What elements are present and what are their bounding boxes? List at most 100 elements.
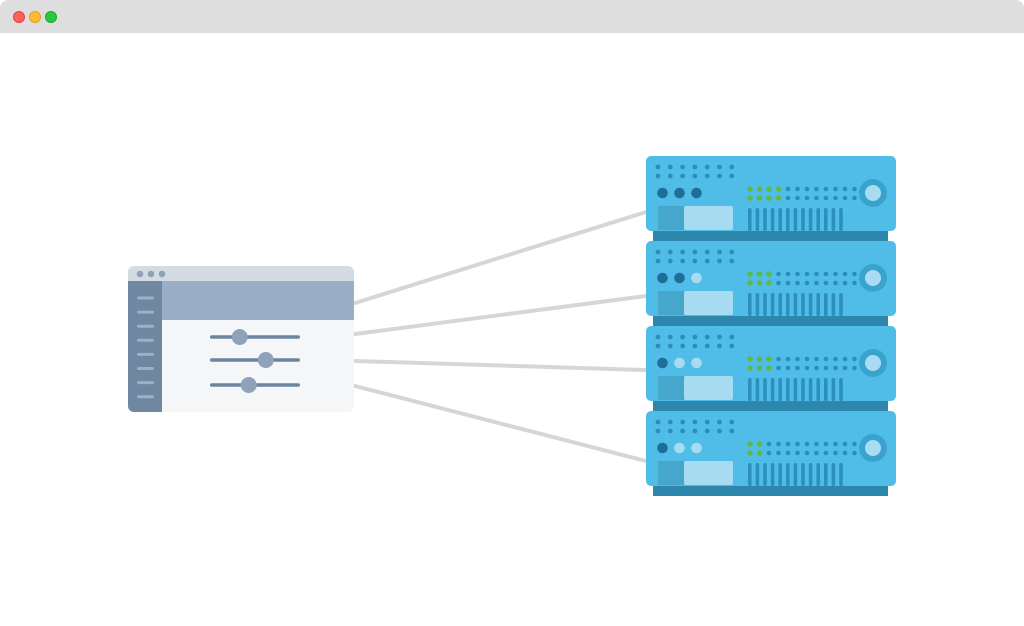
server-vent-slot — [816, 378, 820, 401]
server-vent-slot — [763, 378, 767, 401]
activity-led — [775, 186, 782, 192]
maximize-window-button[interactable] — [45, 11, 57, 23]
indicator-dot — [814, 356, 819, 362]
server-vent-slot — [839, 378, 843, 401]
server-base — [653, 230, 888, 241]
server-vent-dot — [667, 419, 673, 425]
server-vent-slot — [748, 378, 752, 401]
page-content — [0, 33, 1024, 626]
indicator-dot — [795, 441, 800, 447]
server-vent-slot — [824, 208, 828, 231]
activity-led — [747, 450, 753, 456]
indicator-dot — [814, 450, 819, 456]
app-to-servers-diagram — [128, 156, 896, 496]
indicator-dot — [833, 280, 838, 286]
indicator-dot — [823, 271, 829, 277]
minimize-window-button[interactable] — [29, 11, 41, 23]
activity-led — [756, 280, 763, 286]
activity-led — [766, 195, 772, 201]
status-led-dark — [691, 187, 702, 199]
server-vent-dot — [680, 164, 685, 170]
indicator-dot — [795, 195, 800, 201]
server-vent-slot — [770, 208, 775, 231]
activity-led — [756, 271, 763, 277]
indicator-dot — [795, 365, 800, 371]
activity-led — [756, 441, 763, 447]
app-header-area — [162, 281, 354, 320]
server-vent-dot — [667, 428, 673, 434]
server-unit — [646, 326, 896, 411]
server-vent-dot — [692, 419, 698, 425]
server-vent-dot — [655, 249, 661, 255]
indicator-dot — [852, 186, 857, 192]
indicator-dot — [785, 356, 791, 362]
server-vent-slot — [748, 463, 752, 486]
app-sidebar-line — [137, 296, 154, 300]
status-led-light — [691, 272, 702, 284]
server-vent-dot — [717, 428, 722, 434]
indicator-dot — [795, 186, 800, 192]
server-vent-dot — [692, 428, 698, 434]
server-vent-slot — [824, 293, 828, 316]
drive-bay-left — [658, 206, 684, 230]
server-vent-slot — [748, 293, 752, 316]
activity-led — [756, 365, 763, 371]
server-vent-slot — [778, 463, 782, 486]
indicator-dot — [795, 280, 800, 286]
activity-led — [756, 356, 763, 362]
indicator-dot — [852, 280, 857, 286]
indicator-dot — [814, 195, 819, 201]
indicator-dot — [804, 450, 810, 456]
server-vent-slot — [808, 378, 813, 401]
app-window-illustration — [128, 266, 354, 412]
server-vent-slot — [770, 378, 775, 401]
server-vent-dot — [729, 419, 735, 425]
activity-led — [766, 365, 772, 371]
indicator-dot — [852, 365, 857, 371]
indicator-dot — [852, 195, 857, 201]
server-vent-slot — [793, 463, 798, 486]
server-vent-dot — [692, 173, 698, 179]
server-vent-slot — [839, 463, 843, 486]
indicator-dot — [842, 450, 848, 456]
server-vent-dot — [704, 258, 710, 264]
indicator-dot — [814, 441, 819, 447]
indicator-dot — [852, 450, 857, 456]
indicator-dot — [814, 271, 819, 277]
indicator-dot — [776, 365, 781, 371]
indicator-dot — [833, 365, 838, 371]
indicator-dot — [852, 356, 857, 362]
activity-led — [747, 280, 753, 286]
close-window-button[interactable] — [13, 11, 25, 23]
server-vent-dot — [667, 249, 673, 255]
indicator-dot — [833, 271, 838, 277]
server-vent-slot — [755, 293, 760, 316]
server-vent-slot — [778, 293, 782, 316]
app-sidebar-line — [137, 395, 154, 399]
server-vent-slot — [816, 293, 820, 316]
server-vent-slot — [786, 378, 790, 401]
indicator-dot — [804, 365, 810, 371]
connector-lines — [353, 210, 648, 463]
indicator-dot — [842, 195, 848, 201]
indicator-dot — [804, 195, 810, 201]
server-vent-slot — [808, 463, 813, 486]
power-knob-inner — [865, 270, 881, 286]
app-sidebar-line — [137, 367, 154, 370]
server-vent-dot — [704, 173, 710, 179]
server-vent-dot — [667, 334, 673, 340]
indicator-dot — [833, 356, 838, 362]
app-sidebar-line — [137, 310, 154, 314]
server-vent-slot — [793, 293, 798, 316]
app-sidebar — [128, 281, 162, 412]
activity-led — [756, 186, 763, 192]
server-vent-slot — [816, 463, 820, 486]
app-sidebar-line — [137, 352, 154, 356]
indicator-dot — [814, 365, 819, 371]
server-vent-dot — [655, 419, 661, 425]
status-led-dark — [657, 442, 668, 454]
server-base — [653, 315, 888, 326]
app-window-titlebar — [128, 266, 354, 281]
server-vent-dot — [704, 428, 710, 434]
indicator-dot — [804, 280, 810, 286]
